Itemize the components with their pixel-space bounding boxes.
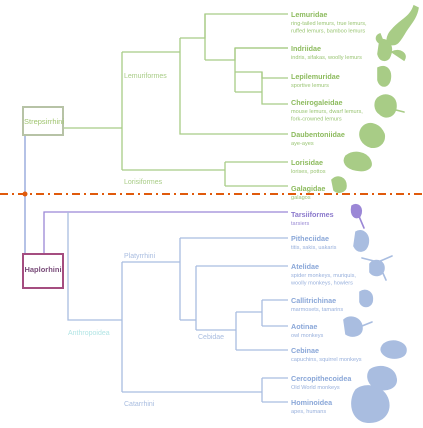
taxon-desc: tarsiers bbox=[291, 221, 310, 227]
taxon-lepilemuridae: Lepilemuridae sportive lemurs bbox=[291, 72, 340, 89]
taxon-desc: aye-ayes bbox=[291, 141, 314, 147]
taxon-desc: fork-crowned lemurs bbox=[291, 117, 342, 123]
clade-label-cebidae: Cebidae bbox=[198, 334, 224, 341]
taxon-desc: apes, humans bbox=[291, 409, 326, 415]
strepsirrhini-box: Strepsirrhini bbox=[22, 106, 64, 136]
sifaka-icon bbox=[377, 38, 406, 62]
tarsier-icon bbox=[350, 203, 365, 229]
taxon-pitheciidae: Pitheciidae titis, sakis, uakaris bbox=[291, 234, 337, 251]
mouse-lemur-icon bbox=[374, 94, 405, 118]
taxon-name: Aotinae bbox=[291, 322, 317, 331]
taxon-desc: ring-tailed lemurs, true lemurs, bbox=[291, 21, 367, 27]
haplo-stem bbox=[43, 211, 68, 253]
haplorhini-label: Haplorhini bbox=[24, 265, 62, 274]
taxon-galagidae: Galagidae galagos bbox=[291, 184, 325, 201]
taxon-desc: spider monkeys, muriquis, bbox=[291, 273, 356, 279]
taxon-desc: capuchins, squirrel monkeys bbox=[291, 357, 362, 363]
lepi-cheiro bbox=[261, 72, 288, 105]
anthropoidea-split bbox=[67, 212, 122, 321]
sportive-lemur-icon bbox=[377, 65, 392, 87]
taxon-name: Atelidae bbox=[291, 262, 319, 271]
taxon-name: Tarsiiformes bbox=[291, 210, 334, 219]
taxon-hominoidea: Hominoidea apes, humans bbox=[291, 398, 333, 415]
taxon-callitrichinae: Callitrichinae marmosets, tamarins bbox=[291, 296, 343, 313]
clade-label-lorisiformes: Lorisiformes bbox=[124, 179, 163, 186]
taxon-name: Galagidae bbox=[291, 184, 325, 193]
taxon-name: Cheirogaleidae bbox=[291, 98, 343, 107]
taxon-name: Lepilemuridae bbox=[291, 72, 340, 81]
loris-icon bbox=[343, 151, 372, 172]
taxon-desc: sportive lemurs bbox=[291, 83, 329, 89]
clade-label-anthropoidea: Anthropoidea bbox=[68, 330, 110, 337]
lemur-sub-branch bbox=[205, 47, 288, 61]
taxon-lemuridae: Lemuridae ring-tailed lemurs, true lemurs… bbox=[291, 10, 367, 35]
taxon-atelidae: Atelidae spider monkeys, muriquis, woolly … bbox=[290, 262, 356, 287]
marmoset-icon bbox=[359, 289, 374, 308]
taxon-daubentoniidae: Daubentoniidae aye-ayes bbox=[291, 130, 345, 147]
haplorhini-box: Haplorhini bbox=[22, 253, 64, 289]
taxon-desc: indris, sifakas, woolly lemurs bbox=[291, 55, 362, 61]
clade-label-catarrhini: Catarrhini bbox=[124, 401, 155, 408]
taxon-labels: Lemuridae ring-tailed lemurs, true lemurs… bbox=[290, 10, 367, 415]
galago-icon bbox=[331, 176, 347, 193]
daubentoniidae-branch bbox=[179, 102, 288, 135]
taxon-name: Pitheciidae bbox=[291, 234, 329, 243]
taxon-name: Callitrichinae bbox=[291, 296, 336, 305]
taxon-tarsiiformes: Tarsiiformes tarsiers bbox=[291, 210, 334, 227]
taxon-name: Indriidae bbox=[291, 44, 321, 53]
taxon-desc: lorises, pottos bbox=[291, 169, 326, 175]
taxon-name: Hominoidea bbox=[291, 398, 333, 407]
taxon-name: Lemuridae bbox=[291, 10, 327, 19]
aye-aye-icon bbox=[359, 122, 386, 149]
taxon-name: Cercopithecoidea bbox=[291, 374, 352, 383]
taxon-cheirogaleidae: Cheirogaleidae mouse lemurs, dwarf lemurs… bbox=[291, 98, 363, 123]
taxon-desc: mouse lemurs, dwarf lemurs, bbox=[291, 109, 363, 115]
taxon-desc: Old World monkeys bbox=[291, 385, 340, 391]
taxon-desc: titis, sakis, uakaris bbox=[291, 245, 337, 251]
animal-silhouettes bbox=[331, 4, 419, 424]
baboon-icon bbox=[367, 365, 397, 391]
saki-icon bbox=[353, 229, 370, 252]
capuchin-icon bbox=[380, 340, 407, 359]
strepsirrhini-label: Strepsirrhini bbox=[24, 117, 65, 126]
clade-labels: LemuriformesLorisiformesPlatyrrhiniAnthr… bbox=[68, 73, 224, 408]
taxon-name: Lorisidae bbox=[291, 158, 323, 167]
taxon-desc: woolly monkeys, howlers bbox=[290, 281, 353, 287]
taxon-desc: ruffed lemurs, bamboo lemurs bbox=[291, 29, 365, 35]
taxon-aotinae: Aotinae owl monkeys bbox=[291, 322, 324, 339]
taxon-name: Daubentoniidae bbox=[291, 130, 345, 139]
clade-label-lemuriformes: Lemuriformes bbox=[124, 73, 167, 80]
taxon-name: Cebinae bbox=[291, 346, 319, 355]
spider-monkey-icon bbox=[361, 255, 393, 281]
owl-monkey-icon bbox=[343, 316, 373, 337]
clade-label-platyrrhini: Platyrrhini bbox=[124, 253, 156, 260]
taxon-lorisidae: Lorisidae lorises, pottos bbox=[291, 158, 326, 175]
taxon-desc: marmosets, tamarins bbox=[291, 307, 343, 313]
taxon-desc: galagos bbox=[291, 195, 311, 201]
gorilla-icon bbox=[351, 385, 390, 424]
taxon-indriidae: Indriidae indris, sifakas, woolly lemurs bbox=[291, 44, 362, 61]
tree-branches bbox=[22, 13, 288, 403]
taxon-desc: owl monkeys bbox=[291, 333, 324, 339]
taxon-cebinae: Cebinae capuchins, squirrel monkeys bbox=[291, 346, 362, 363]
lemuridae-branch bbox=[180, 13, 288, 39]
